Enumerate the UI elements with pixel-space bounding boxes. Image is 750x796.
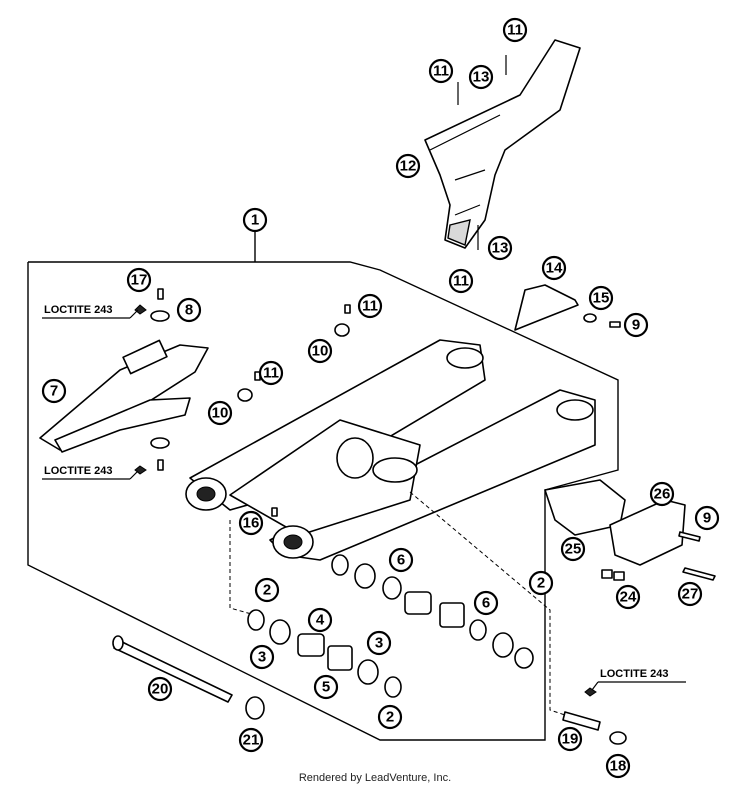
callout-11: 11 [448, 268, 474, 294]
svg-text:11: 11 [433, 63, 449, 80]
svg-text:13: 13 [473, 69, 490, 86]
svg-text:6: 6 [482, 595, 490, 612]
footer-credit: Rendered by LeadVenture, Inc. [298, 772, 452, 784]
callout-27: 27 [677, 581, 703, 607]
svg-text:10: 10 [212, 405, 229, 422]
svg-text:2: 2 [537, 575, 545, 592]
svg-text:LOCTITE 243: LOCTITE 243 [44, 304, 112, 316]
svg-text:2: 2 [386, 709, 394, 726]
svg-text:8: 8 [185, 302, 193, 319]
pivot-parts [247, 554, 534, 698]
svg-text:10: 10 [312, 343, 329, 360]
svg-text:3: 3 [258, 649, 266, 666]
callout-3: 3 [249, 644, 275, 670]
svg-text:20: 20 [152, 681, 169, 698]
svg-text:24: 24 [620, 589, 637, 606]
svg-text:21: 21 [243, 732, 260, 749]
callout-21: 21 [238, 727, 264, 753]
callout-24: 24 [615, 584, 641, 610]
svg-text:25: 25 [565, 541, 582, 558]
callout-25: 25 [560, 536, 586, 562]
callout-11: 11 [258, 360, 284, 386]
callout-11: 11 [357, 293, 383, 319]
chain-guard [424, 39, 581, 249]
callout-1: 1 [242, 207, 268, 233]
svg-text:18: 18 [610, 758, 627, 775]
loctite-label-middle: LOCTITE 243 [42, 465, 139, 480]
callout-17: 17 [126, 267, 152, 293]
svg-text:14: 14 [546, 260, 563, 277]
callout-18: 18 [605, 753, 631, 779]
callout-19: 19 [557, 726, 583, 752]
chain-slider [39, 339, 209, 453]
svg-text:9: 9 [632, 317, 640, 334]
callout-26: 26 [649, 481, 675, 507]
svg-text:11: 11 [263, 365, 279, 382]
callout-15: 15 [588, 285, 614, 311]
callout-5: 5 [313, 674, 339, 700]
callout-14: 14 [541, 255, 567, 281]
callout-12: 12 [395, 153, 421, 179]
sprocket-guard [514, 284, 579, 331]
svg-text:19: 19 [562, 731, 579, 748]
callout-11: 11 [502, 17, 528, 43]
svg-text:13: 13 [492, 240, 509, 257]
callout-13: 13 [487, 235, 513, 261]
svg-text:1: 1 [251, 212, 259, 229]
callout-20: 20 [147, 676, 173, 702]
svg-text:6: 6 [397, 552, 405, 569]
callout-9: 9 [694, 505, 720, 531]
callout-2: 2 [254, 577, 280, 603]
svg-text:7: 7 [50, 383, 58, 400]
svg-text:LOCTITE 243: LOCTITE 243 [44, 465, 112, 477]
callout-16: 16 [238, 510, 264, 536]
swingarm [185, 339, 596, 561]
loctite-label-bottom: LOCTITE 243 [591, 668, 686, 691]
svg-text:5: 5 [322, 679, 330, 696]
callout-3: 3 [366, 630, 392, 656]
callout-2: 2 [377, 704, 403, 730]
callout-2: 2 [528, 570, 554, 596]
loctite-label-top: LOCTITE 243 [42, 304, 139, 319]
svg-text:17: 17 [131, 272, 148, 289]
svg-text:3: 3 [375, 635, 383, 652]
callout-6: 6 [388, 547, 414, 573]
svg-text:27: 27 [682, 586, 699, 603]
pivot-axle [112, 635, 265, 720]
svg-text:26: 26 [654, 486, 671, 503]
svg-text:11: 11 [507, 22, 523, 39]
callout-4: 4 [307, 607, 333, 633]
callout-10: 10 [207, 400, 233, 426]
callout-9: 9 [623, 312, 649, 338]
svg-text:15: 15 [593, 290, 610, 307]
callout-10: 10 [307, 338, 333, 364]
svg-text:2: 2 [263, 582, 271, 599]
callout-11: 11 [428, 58, 454, 84]
callout-8: 8 [176, 297, 202, 323]
assembly-frame [27, 261, 619, 741]
svg-text:LOCTITE 243: LOCTITE 243 [600, 668, 668, 680]
svg-text:16: 16 [243, 515, 260, 532]
svg-text:11: 11 [362, 298, 378, 315]
callout-13: 13 [468, 64, 494, 90]
svg-text:12: 12 [400, 158, 417, 175]
svg-text:4: 4 [316, 612, 325, 629]
callout-7: 7 [41, 378, 67, 404]
callout-6: 6 [473, 590, 499, 616]
svg-text:11: 11 [453, 273, 469, 290]
svg-text:9: 9 [703, 510, 711, 527]
